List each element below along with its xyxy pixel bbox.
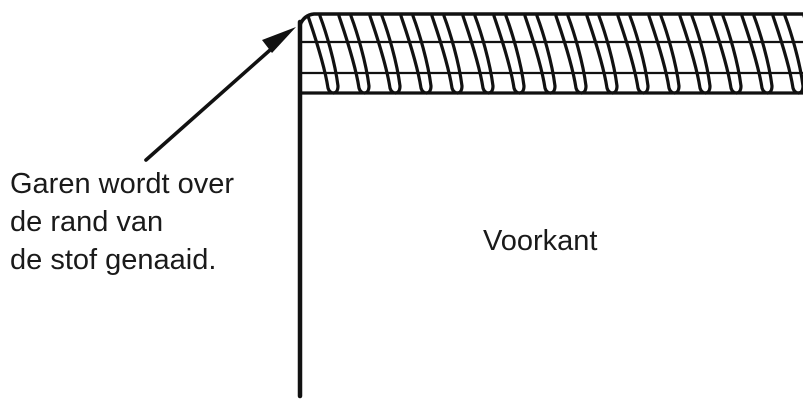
overcast-stitch-loop xyxy=(740,14,774,95)
overcast-stitches xyxy=(306,14,803,95)
annotation-line-3: de stof genaaid. xyxy=(10,244,217,276)
overcast-stitch-loop xyxy=(399,14,433,95)
overcast-stitch-loop xyxy=(709,14,743,95)
overcast-stitch-loop xyxy=(678,14,712,95)
overcast-stitch-loop xyxy=(771,14,803,95)
overcast-stitch-loop xyxy=(461,14,495,95)
overcast-stitch-loop xyxy=(368,14,402,95)
overcast-stitch-loop xyxy=(492,14,526,95)
annotation-arrow-head xyxy=(262,27,296,53)
overcast-stitch-loop xyxy=(337,14,371,95)
annotation-arrow-shaft xyxy=(144,41,280,162)
overcast-stitch-loop xyxy=(585,14,619,95)
overcast-stitch-loop xyxy=(616,14,650,95)
stitch-band-top-edge xyxy=(298,12,803,27)
overcast-stitch-loop xyxy=(306,14,340,95)
fabric-side-label: Voorkant xyxy=(483,225,598,257)
overcast-stitch-loop xyxy=(647,14,681,95)
overcast-stitch-loop xyxy=(523,14,557,95)
annotation-line-1: Garen wordt over xyxy=(10,168,235,200)
annotation-line-2: de rand van xyxy=(10,206,164,238)
overcast-stitch-loop xyxy=(430,14,464,95)
overcast-stitch-loop xyxy=(554,14,588,95)
